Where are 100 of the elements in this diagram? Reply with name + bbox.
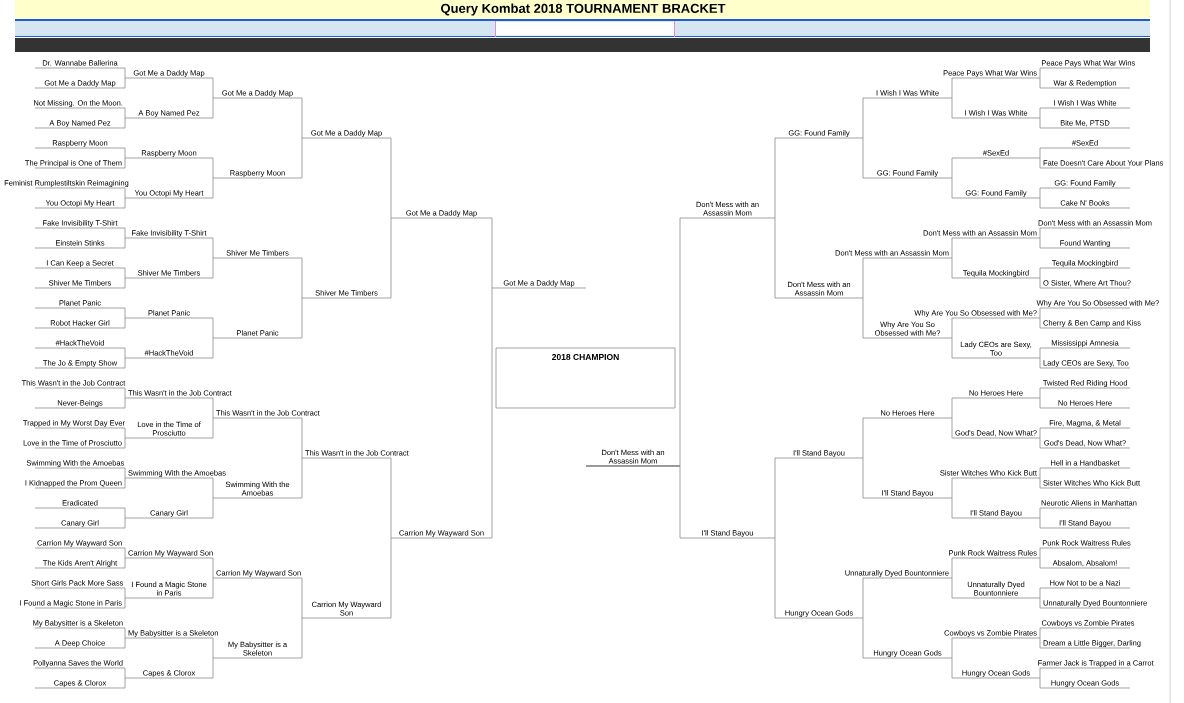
bracket-line xyxy=(212,417,214,439)
bracket-line xyxy=(124,677,126,689)
bracket-line xyxy=(1039,427,1041,439)
bracket-line xyxy=(1039,507,1041,519)
bracket-line xyxy=(301,297,303,339)
bracket-line xyxy=(212,477,214,499)
bracket-line xyxy=(1039,237,1041,249)
bracket-line xyxy=(212,317,214,339)
bracket-line xyxy=(951,317,953,339)
bracket-line xyxy=(1039,147,1041,159)
bracket-line xyxy=(1039,107,1041,119)
bracket-line xyxy=(1039,587,1041,599)
bracket-line xyxy=(951,557,953,579)
bracket-line xyxy=(774,137,776,219)
bracket-line xyxy=(124,67,126,79)
bracket-line xyxy=(862,577,864,619)
bracket-line xyxy=(124,227,126,239)
bracket-line xyxy=(124,397,126,409)
bracket-line xyxy=(124,107,126,119)
bracket-line xyxy=(124,547,126,559)
bracket-line xyxy=(951,577,953,599)
bracket-line xyxy=(862,617,864,659)
bracket-line xyxy=(124,477,126,489)
bracket-line xyxy=(124,267,126,279)
bracket-line xyxy=(124,307,126,319)
bracket-line xyxy=(1039,227,1041,239)
bracket-line xyxy=(124,347,126,359)
bracket-line xyxy=(1039,627,1041,639)
bracket-line xyxy=(1039,197,1041,209)
bracket-line xyxy=(301,457,303,499)
bracket-line xyxy=(212,177,214,199)
bracket-line xyxy=(124,507,126,519)
bracket-line xyxy=(124,117,126,129)
bracket-line xyxy=(212,637,214,659)
bracket-line xyxy=(774,457,776,539)
bracket-line xyxy=(390,537,392,619)
bracket-line xyxy=(862,257,864,299)
champion-box: 2018 CHAMPION xyxy=(495,347,676,409)
bracket-line xyxy=(124,157,126,169)
bracket-line xyxy=(124,587,126,599)
bracket-line xyxy=(679,217,681,467)
bracket-line xyxy=(951,77,953,99)
bracket-line xyxy=(390,457,392,539)
bracket-line xyxy=(301,257,303,299)
bracket-line xyxy=(1039,477,1041,489)
bracket-line xyxy=(124,77,126,89)
bracket-line xyxy=(124,387,126,399)
bracket-line xyxy=(1039,677,1041,689)
bracket-line xyxy=(390,137,392,219)
bracket-line xyxy=(862,417,864,459)
bracket-line xyxy=(1039,307,1041,319)
bracket-line xyxy=(951,417,953,439)
bracket-line xyxy=(1039,637,1041,649)
bracket-line xyxy=(1039,357,1041,369)
bracket-line xyxy=(951,397,953,419)
bracket-line xyxy=(1039,277,1041,289)
bracket-line xyxy=(124,147,126,159)
bracket-line xyxy=(124,357,126,369)
bracket-line xyxy=(124,597,126,609)
bracket-line xyxy=(124,187,126,199)
bracket-line xyxy=(301,97,303,139)
bracket-line xyxy=(1039,467,1041,479)
bracket-line xyxy=(1039,317,1041,329)
bracket-line xyxy=(951,657,953,679)
bracket-line xyxy=(1039,437,1041,449)
bracket-line xyxy=(1039,347,1041,359)
bracket-line xyxy=(124,317,126,329)
bracket-line xyxy=(124,277,126,289)
bracket-line xyxy=(212,77,214,99)
bracket-line xyxy=(679,465,681,539)
bracket-line xyxy=(1039,597,1041,609)
bracket-line xyxy=(1039,67,1041,79)
bracket-line xyxy=(212,157,214,179)
bracket-line xyxy=(774,217,776,299)
bracket-line xyxy=(124,627,126,639)
bracket-line xyxy=(124,237,126,249)
bracket-line xyxy=(390,217,392,299)
bracket-line xyxy=(951,337,953,359)
bracket-line xyxy=(212,557,214,579)
bracket-line xyxy=(301,417,303,459)
bracket-line xyxy=(124,557,126,569)
title: Query Kombat 2018 TOURNAMENT BRACKET xyxy=(441,3,726,16)
bracket-line xyxy=(212,397,214,419)
bracket-line xyxy=(212,657,214,679)
bracket-line xyxy=(1039,117,1041,129)
bracket-line xyxy=(1039,387,1041,399)
bracket-line xyxy=(124,197,126,209)
bracket-line xyxy=(951,97,953,119)
bracket-line xyxy=(212,257,214,279)
bracket-line xyxy=(862,297,864,339)
bracket-line xyxy=(1039,517,1041,529)
bracket-line xyxy=(124,517,126,529)
bracket-line xyxy=(1039,667,1041,679)
bracket-line xyxy=(124,637,126,649)
bracket-line xyxy=(212,497,214,519)
bracket-line xyxy=(1039,267,1041,279)
bracket-line xyxy=(124,667,126,679)
bracket-line xyxy=(951,157,953,179)
bracket-line xyxy=(301,137,303,179)
bracket-line xyxy=(951,497,953,519)
